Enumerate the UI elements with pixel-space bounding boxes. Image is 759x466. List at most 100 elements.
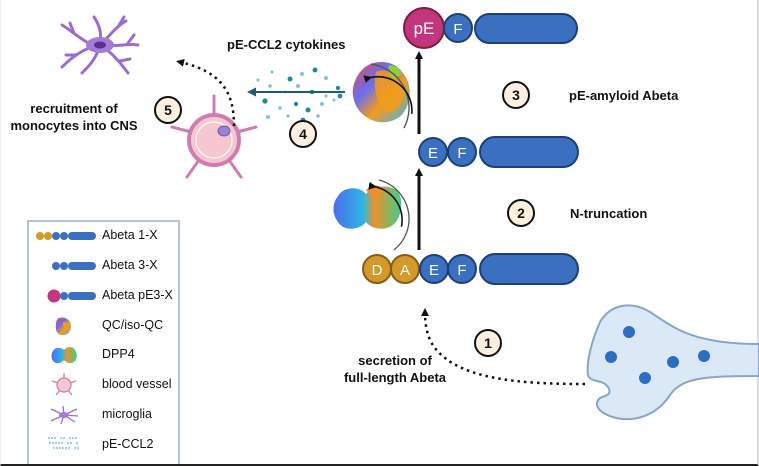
ccl2-particle: [62, 447, 64, 449]
legend-item-qc: QC/iso-QC: [29, 314, 179, 338]
abeta-1-x-peptide: D A E F: [362, 253, 579, 285]
e-residue-label: E: [429, 262, 439, 279]
legend-item-abeta-3-x: Abeta 3-X: [29, 254, 179, 278]
label-recruitment-line2: monocytes into CNS: [10, 118, 138, 133]
f-residue: [443, 13, 473, 43]
legend-label: Abeta 3-X: [102, 258, 158, 272]
ccl2-particle: [69, 437, 71, 439]
abeta-3-x-icon: [52, 262, 96, 270]
ccl2-particle: [67, 442, 69, 444]
ccl2-particle: [316, 114, 320, 118]
legend-item-abeta-pe3-x: Abeta pE3-X: [29, 284, 179, 308]
ccl2-particle: [300, 72, 304, 76]
step-5-badge: 5: [154, 96, 182, 124]
ccl2-particle: [68, 447, 70, 449]
ccl2-particle: [270, 70, 274, 74]
legend-label: pE-CCL2: [102, 437, 154, 451]
ccl2-particle: [332, 98, 336, 102]
label-secretion-line1: secretion of: [358, 353, 432, 368]
ccl2-particle: [312, 67, 318, 73]
dpp4-enzyme-icon: [51, 347, 77, 364]
ccl2-particle: [48, 437, 50, 439]
step-3-badge: 3: [502, 81, 530, 109]
ccl2-particle: [76, 442, 78, 444]
d-residue-label: D: [372, 262, 383, 279]
ccl2-particle: [320, 102, 324, 106]
ccl2-particle: [51, 437, 53, 439]
a-residue-label: A: [400, 262, 410, 279]
ccl2-particles: [256, 67, 343, 123]
microglia-icon: [50, 405, 79, 425]
ccl2-particle: [54, 437, 56, 439]
ccl2-particle: [324, 94, 328, 98]
blood-vessel-icon: [170, 94, 258, 179]
step-1-badge: 1: [474, 329, 502, 357]
ccl2-particle: [77, 447, 79, 449]
label-pe-amyloid: pE-amyloid Abeta: [569, 88, 679, 103]
qc-enzyme-icon: [352, 61, 413, 129]
legend-label: microglia: [102, 407, 153, 421]
arrow-monocyte-recruitment: [176, 58, 236, 127]
legend-item-abeta-1-x: Abeta 1-X: [29, 224, 179, 248]
ccl2-particle: [278, 106, 282, 110]
pe-residue-label: pE: [414, 19, 435, 38]
legend-item-ccl2: pE-CCL2: [29, 433, 179, 457]
ccl2-particle: [337, 93, 343, 99]
abeta-tail: [474, 13, 578, 44]
ccl2-particle: [287, 76, 293, 82]
label-n-truncation: N-truncation: [570, 206, 648, 221]
step-2-badge: 2: [507, 199, 535, 227]
ccl2-particle: [61, 442, 63, 444]
label-recruitment-line1: recruitment of: [30, 101, 118, 116]
ccl2-particles-icon: [48, 437, 79, 449]
ccl2-particle: [305, 107, 311, 113]
ccl2-particle: [52, 442, 54, 444]
blood-vessel-icon: [51, 373, 77, 396]
f-residue: [447, 254, 477, 284]
ccl2-particle: [286, 114, 290, 118]
f-residue: [447, 137, 477, 167]
ccl2-particle: [293, 101, 299, 107]
legend-item-blood-vessel: blood vessel: [29, 373, 179, 397]
abeta-tail: [479, 253, 579, 285]
f-residue-label: F: [457, 145, 466, 162]
qc-enzyme-icon: [55, 317, 71, 336]
e-residue-label: E: [428, 145, 438, 162]
f-residue-label: F: [453, 21, 462, 38]
label-secretion-line2: full-length Abeta: [343, 370, 447, 385]
ccl2-particle: [65, 447, 67, 449]
ccl2-particle: [75, 437, 77, 439]
abeta-3-x-peptide: E F: [418, 136, 579, 168]
step-4-badge: 4: [289, 120, 317, 148]
ccl2-particle: [256, 78, 260, 82]
ccl2-particle: [72, 437, 74, 439]
abeta-pe3-x-icon: [47, 289, 96, 303]
legend-label: blood vessel: [102, 377, 172, 391]
legend-label: Abeta 1-X: [102, 228, 158, 242]
ccl2-particle: [53, 447, 55, 449]
ccl2-particle: [296, 84, 300, 88]
abeta-pe3-x-peptide: pE F: [403, 7, 578, 49]
ccl2-particle: [324, 76, 328, 80]
legend-item-dpp4: DPP4: [29, 343, 179, 367]
ccl2-particle: [58, 442, 60, 444]
label-ccl2-cytokines: pE-CCL2 cytokines: [227, 37, 346, 52]
arrow-secretion: [421, 308, 586, 386]
ccl2-particle: [63, 437, 65, 439]
ccl2-particle: [60, 437, 62, 439]
legend-item-microglia: microglia: [29, 403, 179, 427]
ccl2-particle: [262, 98, 268, 104]
ccl2-particle: [56, 447, 58, 449]
legend-label: DPP4: [102, 347, 135, 361]
legend: Abeta 1-X Abeta 3-X Abeta pE3-X QC/iso-Q…: [27, 220, 180, 464]
ccl2-particle: [268, 84, 272, 88]
legend-label: QC/iso-QC: [102, 318, 164, 332]
ccl2-particle: [49, 442, 51, 444]
neuron-icon: [586, 304, 759, 421]
ccl2-particle: [335, 85, 341, 91]
abeta-tail: [479, 136, 579, 168]
ccl2-particle: [59, 447, 61, 449]
legend-label: Abeta pE3-X: [102, 288, 173, 302]
